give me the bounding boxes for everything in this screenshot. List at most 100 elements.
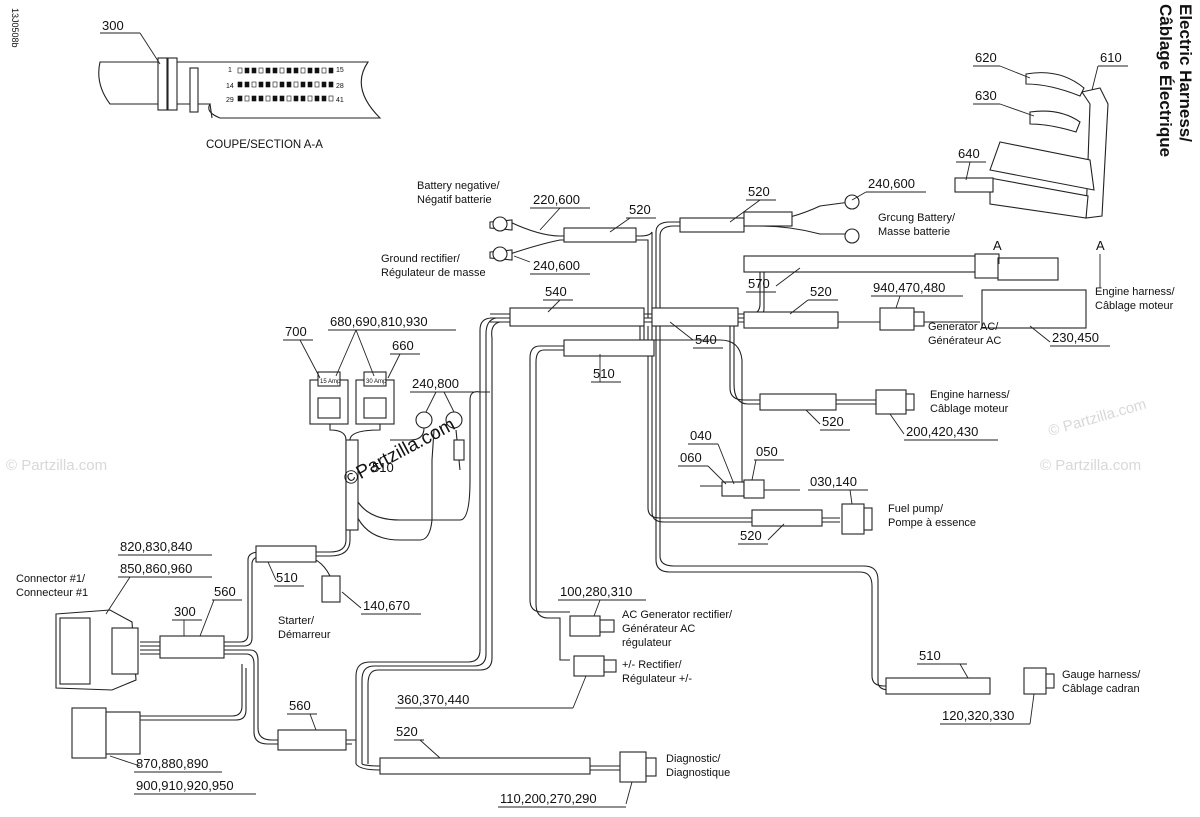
section-pin <box>307 95 313 102</box>
callout-560-top: 560 <box>214 584 236 599</box>
callout-540-right: 540 <box>695 332 717 347</box>
pin-num-41: 41 <box>336 97 344 104</box>
callout-630: 630 <box>975 88 997 103</box>
engine-block-230450 <box>981 289 1087 329</box>
section-pin <box>321 67 327 74</box>
section-pin <box>244 81 250 88</box>
pin-num-1: 1 <box>228 67 232 74</box>
callout-680690810930: 680,690,810,930 <box>330 314 428 329</box>
callout-850860960: 850,860,960 <box>120 561 192 576</box>
callout-660: 660 <box>392 338 414 353</box>
section-pin <box>237 81 243 88</box>
section-pin <box>265 95 271 102</box>
watermark-right: © Partzilla.com <box>1040 457 1141 474</box>
sleeve-520-top <box>563 227 637 243</box>
callout-620: 620 <box>975 50 997 65</box>
callout-100280310: 100,280,310 <box>560 584 632 599</box>
section-pin <box>300 81 306 88</box>
section-pin <box>279 95 285 102</box>
connector-cover-640 <box>989 141 1095 191</box>
label-diagnostic-2: Diagnostique <box>666 767 730 779</box>
callout-570: 570 <box>748 276 770 291</box>
callout-900910920950: 900,910,920,950 <box>136 778 234 793</box>
sleeve-520-gen <box>743 311 839 329</box>
callout-030140: 030,140 <box>810 474 857 489</box>
section-pin <box>321 95 327 102</box>
diagram-title: Electric Harness/ Câblage Électrique <box>1156 4 1195 157</box>
sleeve-510-fuse <box>345 439 359 531</box>
sleeve-300 <box>159 635 225 659</box>
sleeve-540-left <box>509 307 645 327</box>
callout-240800: 240,800 <box>412 376 459 391</box>
callout-050: 050 <box>756 444 778 459</box>
connector-630 <box>1029 110 1081 133</box>
fuel-connector-050 <box>743 479 765 499</box>
section-pin <box>251 67 257 74</box>
sleeve-510-mid <box>563 339 655 357</box>
callout-240600-top: 240,600 <box>868 176 915 191</box>
callout-110200270290: 110,200,270,290 <box>500 791 597 806</box>
label-connector1-2: Connecteur #1 <box>16 587 88 599</box>
section-pin <box>279 81 285 88</box>
callout-520-right: 520 <box>748 184 770 199</box>
callout-610: 610 <box>1100 50 1122 65</box>
callout-360370440: 360,370,440 <box>397 692 469 707</box>
section-pin <box>258 95 264 102</box>
section-pin <box>237 67 243 74</box>
section-pin <box>328 67 334 74</box>
section-pin <box>258 67 264 74</box>
section-pin <box>265 81 271 88</box>
label-gauge-2: Câblage cadran <box>1062 683 1140 695</box>
fuel-pump-connector <box>841 503 865 535</box>
callout-560-bottom: 560 <box>289 698 311 713</box>
callout-140670: 140,670 <box>363 598 410 613</box>
label-diagnostic-1: Diagnostic/ <box>666 753 721 765</box>
section-pin <box>293 81 299 88</box>
callout-520-engine: 520 <box>822 414 844 429</box>
sleeve-520-diag <box>379 757 591 775</box>
label-ground-rectifier-1: Ground rectifier/ <box>381 253 461 265</box>
title-line-1: Electric Harness/ <box>1176 4 1195 142</box>
callout-200420430: 200,420,430 <box>906 424 978 439</box>
sleeve-520-fuel <box>751 509 823 527</box>
gauge-harness-connector <box>1023 667 1047 695</box>
label-connector1-1: Connector #1/ <box>16 573 86 585</box>
callout-540-top: 540 <box>545 284 567 299</box>
section-label: COUPE/SECTION A-A <box>206 139 323 151</box>
section-pin <box>286 67 292 74</box>
section-pin <box>251 81 257 88</box>
callout-220600: 220,600 <box>533 192 580 207</box>
harness-sleeves <box>159 211 991 775</box>
ring-terminal-battery-negative <box>492 216 508 232</box>
pin-num-14: 14 <box>226 83 234 90</box>
section-pin <box>328 95 334 102</box>
connector-620 <box>1025 72 1085 97</box>
misc-connectors <box>55 253 1087 783</box>
callout-700: 700 <box>285 324 307 339</box>
callout-520-top: 520 <box>629 202 651 217</box>
sleeve-510-left <box>255 545 317 563</box>
sleeve-520-right <box>679 217 745 233</box>
figure-code: 13J0508b <box>10 8 20 48</box>
section-pin <box>300 95 306 102</box>
ring-terminal-240800-a <box>415 411 433 429</box>
sleeve-560 <box>277 729 347 751</box>
section-pin <box>237 95 243 102</box>
pin-num-15: 15 <box>336 67 344 74</box>
ring-terminal-ground-rectifier <box>492 246 508 262</box>
section-mark-a-right: A <box>1096 238 1105 253</box>
fuel-connector-060 <box>721 481 745 497</box>
section-pin <box>328 81 334 88</box>
label-gauge-1: Gauge harness/ <box>1062 669 1141 681</box>
label-engine-harness-mid-1: Engine harness/ <box>930 389 1010 401</box>
label-engine-harness-mid-2: Câblage moteur <box>930 403 1009 415</box>
title-line-2: Câblage Électrique <box>1156 4 1175 157</box>
section-pin <box>258 81 264 88</box>
label-ac-gen-rect-1: AC Generator rectifier/ <box>622 609 733 621</box>
callout-300-main: 300 <box>174 604 196 619</box>
section-pin <box>244 67 250 74</box>
starter-connector <box>321 575 341 603</box>
callout-520-diag: 520 <box>396 724 418 739</box>
